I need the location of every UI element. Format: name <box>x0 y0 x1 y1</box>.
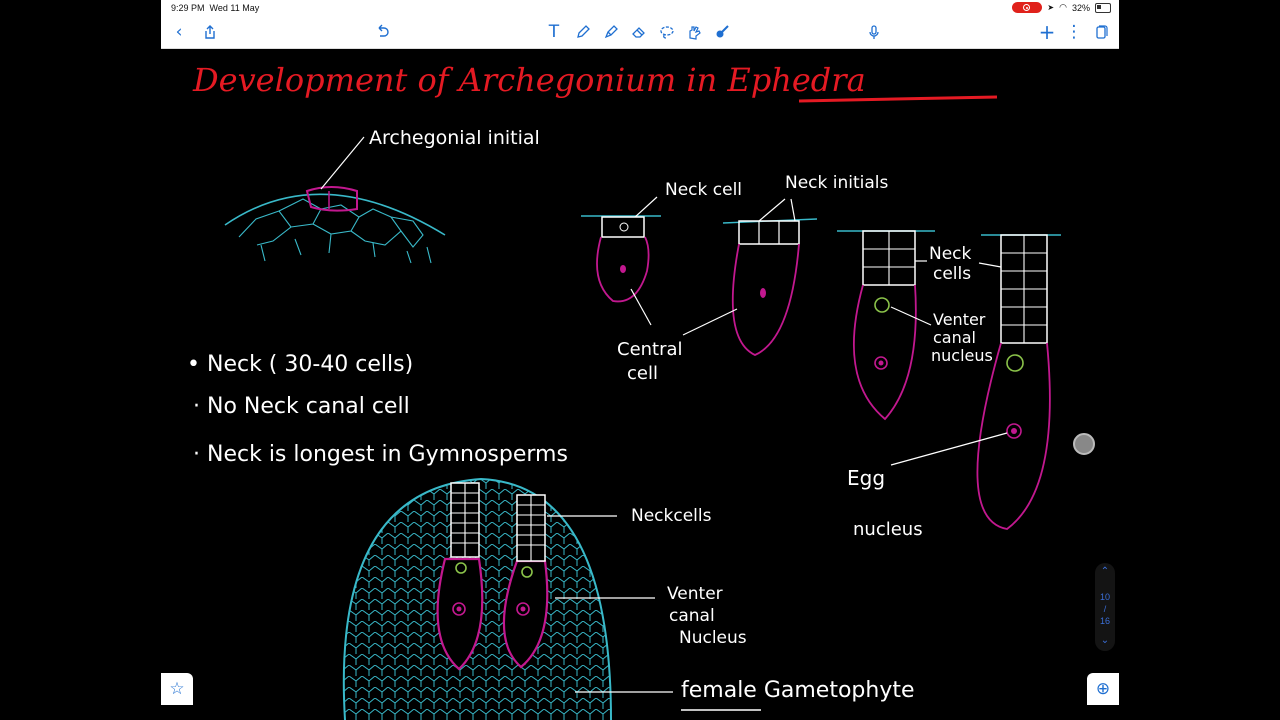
note-canvas[interactable]: Development of Archegonium in Ephedra Ar… <box>161 49 1119 720</box>
label-canal-b: canal <box>669 606 715 626</box>
label-nucleus-b: Nucleus <box>679 628 747 648</box>
stage-neck-cell: Neck cell Central cell <box>581 180 742 384</box>
label-egg-nucleus: nucleus <box>853 519 923 540</box>
screen-record-icon <box>1012 2 1043 13</box>
label-neckcells: Neckcells <box>631 506 712 526</box>
bullet-3: · Neck is longest in Gymnosperms <box>193 442 568 467</box>
pen-tool-icon[interactable] <box>570 19 596 45</box>
page-numbers: 10/16 <box>1099 592 1110 626</box>
status-right: ➤ ◠ 32% <box>1012 2 1111 13</box>
stage-neck-initials: Neck initials <box>682 173 889 356</box>
eraser-tool-icon[interactable] <box>626 19 652 45</box>
highlighter-tool-icon[interactable] <box>598 19 624 45</box>
label-neck-initials: Neck initials <box>785 173 889 193</box>
share-icon[interactable] <box>197 19 223 45</box>
favorite-star-icon[interactable]: ☆ <box>161 673 193 705</box>
page-indicator[interactable]: ⌃ 10/16 ⌄ <box>1095 563 1115 651</box>
note-title: Development of Archegonium in Ephedra <box>192 61 866 99</box>
label-archegonial-initial: Archegonial initial <box>369 127 540 149</box>
bullet-2: · No Neck canal cell <box>193 394 410 419</box>
bullet-list: • Neck ( 30-40 cells) · No Neck canal ce… <box>187 352 568 467</box>
stage-neck-cells-venter: Neck cells Venter canal nucleus <box>837 230 993 421</box>
label-central: Central <box>617 339 683 360</box>
bullet-1: • Neck ( 30-40 cells) <box>187 352 413 377</box>
label-neck: Neck <box>929 244 972 264</box>
more-options-icon[interactable]: ⋮ <box>1065 22 1083 42</box>
chevron-up-icon[interactable]: ⌃ <box>1100 566 1110 577</box>
microphone-icon[interactable] <box>861 19 887 45</box>
notes-toolbar: ‹ T + ⋮ <box>161 16 1119 49</box>
pages-view-icon[interactable] <box>1088 19 1114 45</box>
battery-icon <box>1095 2 1111 13</box>
status-bar: 9:29 PM Wed 11 May ➤ ◠ 32% <box>161 0 1119 16</box>
label-neck-cell: Neck cell <box>665 180 742 200</box>
label-venter: Venter <box>933 310 986 329</box>
female-gametophyte-diagram: Neckcells Venter canal Nucleus female Ga… <box>342 477 915 720</box>
label-nucleus: nucleus <box>931 346 993 365</box>
undo-icon[interactable] <box>369 19 395 45</box>
label-canal: canal <box>933 328 976 347</box>
label-female-gametophyte: female Gametophyte <box>681 678 915 703</box>
zoom-icon[interactable]: ⊕ <box>1087 673 1119 705</box>
add-page-icon[interactable]: + <box>1038 20 1056 44</box>
back-chevron-icon[interactable]: ‹ <box>175 22 183 42</box>
ipad-screen: 9:29 PM Wed 11 May ➤ ◠ 32% ‹ T <box>161 0 1119 720</box>
label-cells: cells <box>933 264 971 284</box>
laser-pointer-icon[interactable] <box>709 19 735 45</box>
chevron-down-icon[interactable]: ⌄ <box>1100 635 1110 646</box>
location-icon: ➤ <box>1047 3 1055 12</box>
battery-percent: 32% <box>1071 2 1090 13</box>
text-tool-icon[interactable]: T <box>548 22 560 42</box>
label-venter-b: Venter <box>667 584 723 604</box>
shape-hand-icon[interactable] <box>681 19 707 45</box>
label-cell: cell <box>627 363 658 384</box>
stage-egg-nucleus: Egg nucleus <box>847 234 1061 540</box>
wifi-icon: ◠ <box>1059 2 1067 12</box>
label-egg: Egg <box>847 466 885 490</box>
scroll-handle[interactable] <box>1073 433 1095 455</box>
archegonial-initial-diagram: Archegonial initial <box>224 127 540 264</box>
lasso-tool-icon[interactable] <box>654 19 680 45</box>
status-time-date: 9:29 PM Wed 11 May <box>171 3 260 13</box>
